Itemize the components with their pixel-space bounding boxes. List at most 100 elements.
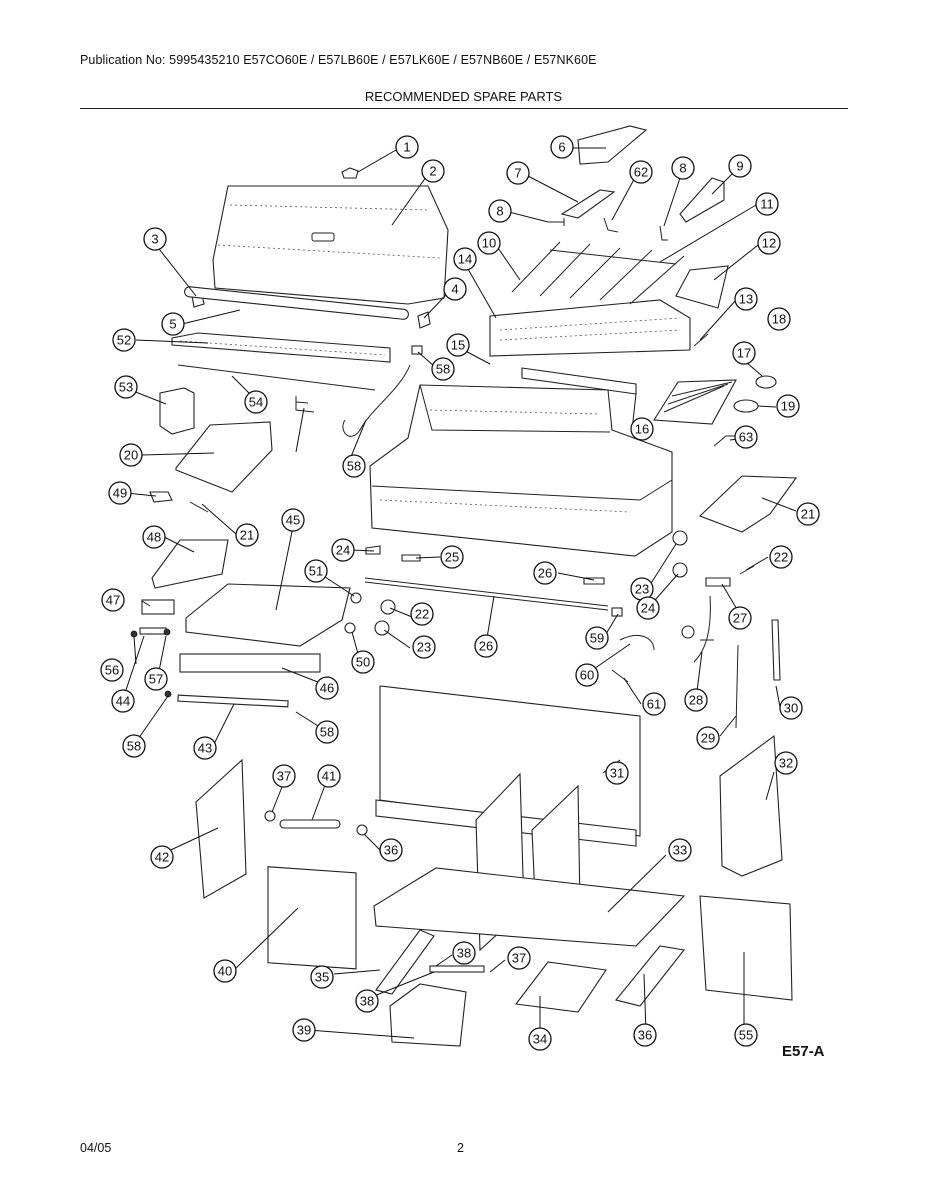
callout-label: 37 bbox=[512, 951, 526, 966]
part-13-igniter bbox=[693, 333, 709, 347]
callout-label: 26 bbox=[479, 639, 493, 654]
part-56-wire bbox=[295, 396, 315, 413]
page-title: RECOMMENDED SPARE PARTS bbox=[364, 89, 563, 104]
callout-label: 17 bbox=[737, 346, 751, 361]
callout-label: 38 bbox=[360, 994, 374, 1009]
part-57-panel bbox=[699, 895, 793, 1001]
part-29-regulator bbox=[693, 595, 714, 663]
figure-id: E57-A bbox=[782, 1043, 825, 1060]
part-24-knob-b bbox=[672, 562, 688, 578]
part-37-knob bbox=[356, 824, 368, 836]
callout-label: 54 bbox=[249, 395, 263, 410]
callout-label: 62 bbox=[634, 165, 648, 180]
part-60-wire bbox=[342, 364, 411, 437]
leader-lines bbox=[123, 147, 797, 1039]
part-36-caster-b bbox=[615, 945, 686, 1007]
callout-label: 14 bbox=[458, 252, 472, 267]
callout-label: 2 bbox=[429, 164, 436, 179]
callout-label: 36 bbox=[384, 843, 398, 858]
callout-label: 51 bbox=[309, 564, 323, 579]
part-6-tamer bbox=[577, 125, 648, 165]
callout-label: 48 bbox=[147, 530, 161, 545]
part-2-lid bbox=[212, 185, 449, 305]
callout-label: 46 bbox=[320, 681, 334, 696]
callout-label: 22 bbox=[774, 550, 788, 565]
callout-label: 11 bbox=[760, 197, 774, 212]
callout-label: 22 bbox=[415, 607, 429, 622]
callout-label: 10 bbox=[482, 236, 496, 251]
callout-label: 5 bbox=[169, 317, 176, 332]
callout-label: 30 bbox=[784, 701, 798, 716]
callout-label: 20 bbox=[124, 448, 138, 463]
callout-label: 50 bbox=[356, 655, 370, 670]
part-22-screw-b bbox=[739, 565, 755, 575]
callout-label: 24 bbox=[641, 601, 655, 616]
callout-label: 37 bbox=[277, 769, 291, 784]
part-8-electrode-c bbox=[659, 225, 668, 241]
part-1-knob bbox=[341, 167, 359, 179]
callout-label: 34 bbox=[533, 1032, 547, 1047]
callout-label: 61 bbox=[647, 697, 661, 712]
callout-label: 58 bbox=[436, 362, 450, 377]
part-8-electrode-b bbox=[603, 217, 619, 233]
callout-label: 56 bbox=[105, 663, 119, 678]
callout-label: 13 bbox=[739, 292, 753, 307]
part-47-panel bbox=[179, 653, 321, 673]
callout-label: 29 bbox=[701, 731, 715, 746]
callouts: 1 2 3 4 5 6 7 8 8 9 10 11 12 13 14 15 16… bbox=[100, 135, 820, 1051]
part-59-clip bbox=[411, 345, 423, 355]
callout-label: 21 bbox=[801, 507, 815, 522]
callout-label: 44 bbox=[116, 694, 130, 709]
callout-label: 40 bbox=[218, 964, 232, 979]
part-18-ring bbox=[755, 375, 777, 389]
grill-firebox bbox=[369, 384, 673, 557]
callout-label: 58 bbox=[320, 725, 334, 740]
part-9-tamer bbox=[679, 177, 725, 223]
callout-label: 31 bbox=[610, 766, 624, 781]
part-21-shelf-left bbox=[175, 421, 273, 493]
callout-label: 39 bbox=[297, 1023, 311, 1038]
callout-label: 59 bbox=[590, 631, 604, 646]
part-25-valve bbox=[365, 545, 381, 555]
part-62-hose bbox=[619, 635, 655, 651]
part-41-panel bbox=[267, 866, 357, 970]
callout-label: 26 bbox=[538, 566, 552, 581]
part-23-knob-b bbox=[672, 530, 688, 546]
part-30-rod bbox=[735, 644, 739, 729]
part-22-screw bbox=[189, 501, 209, 513]
callout-label: 52 bbox=[117, 333, 131, 348]
part-48-plate bbox=[141, 599, 175, 615]
callout-label: 23 bbox=[635, 582, 649, 597]
part-55-rod bbox=[177, 364, 376, 391]
part-8-electrode bbox=[548, 218, 565, 226]
part-26-valve bbox=[401, 554, 421, 562]
callout-label: 53 bbox=[119, 380, 133, 395]
callout-label: 18 bbox=[772, 312, 786, 327]
part-45-piece bbox=[139, 627, 167, 635]
callout-label: 21 bbox=[240, 528, 254, 543]
callout-label: 47 bbox=[106, 593, 120, 608]
callout-label: 36 bbox=[638, 1028, 652, 1043]
callout-label: 8 bbox=[496, 204, 503, 219]
part-23-knob bbox=[380, 599, 396, 615]
callout-label: 41 bbox=[322, 769, 336, 784]
callout-label: 45 bbox=[286, 513, 300, 528]
part-drawings bbox=[130, 125, 798, 1047]
callout-label: 32 bbox=[779, 756, 793, 771]
footer-date: 04/05 bbox=[80, 1141, 112, 1155]
header-divider bbox=[80, 108, 848, 109]
part-17-grate bbox=[653, 379, 737, 425]
callout-label: 43 bbox=[198, 741, 212, 756]
callout-label: 42 bbox=[155, 850, 169, 865]
callout-label: 3 bbox=[151, 232, 158, 247]
callout-label: 27 bbox=[733, 611, 747, 626]
part-31-handle bbox=[771, 619, 781, 681]
callout-label: 33 bbox=[673, 843, 687, 858]
callout-label: 1 bbox=[403, 140, 410, 155]
callout-label: 28 bbox=[689, 693, 703, 708]
part-50-knob bbox=[149, 491, 173, 503]
callout-label: 63 bbox=[739, 430, 753, 445]
part-24-knob bbox=[374, 620, 390, 636]
callout-label: 58 bbox=[127, 739, 141, 754]
